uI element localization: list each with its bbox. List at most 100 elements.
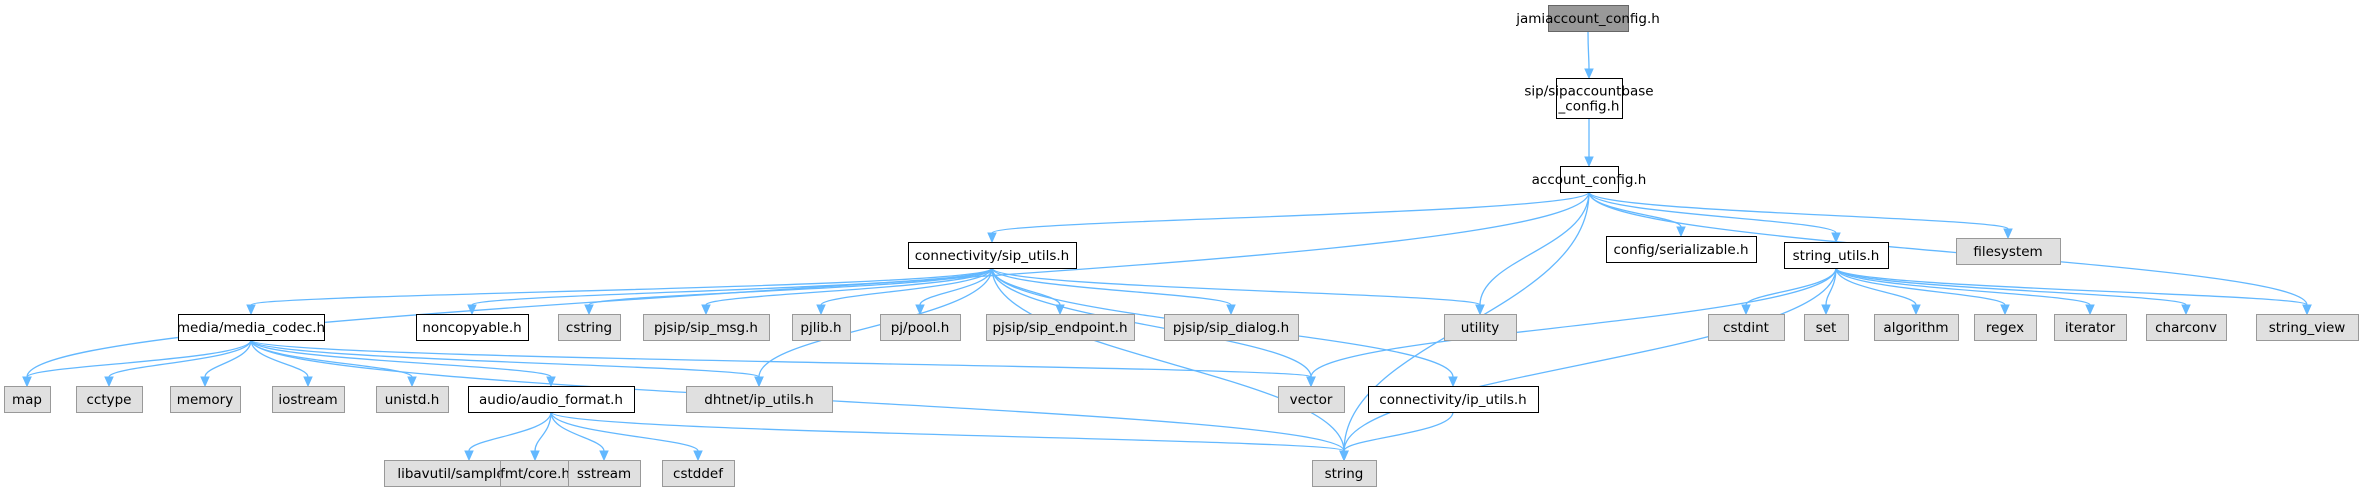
edge-account_config-to-string_utils bbox=[1588, 191, 1837, 234]
node-label: cstdint bbox=[1723, 320, 1769, 336]
node-utility: utility bbox=[1444, 314, 1517, 341]
edge-audio_format-to-samplefmt bbox=[468, 411, 552, 452]
edge-conn_ip_utils-to-string bbox=[1343, 411, 1454, 452]
node-box bbox=[1556, 78, 1623, 119]
edge-string_utils-to-string_view bbox=[1835, 267, 2308, 306]
node-filesystem: filesystem bbox=[1956, 238, 2061, 265]
node-label: string_utils.h bbox=[1793, 248, 1880, 264]
node-label: cstring bbox=[566, 320, 612, 336]
node-box bbox=[1368, 386, 1539, 413]
edge-account_config-to-serializable bbox=[1588, 191, 1682, 228]
edge-arrowhead-jamiaccount_config-to-sipaccountbase_config bbox=[1584, 68, 1594, 80]
edge-arrowhead-sip_utils-to-conn_ip_utils bbox=[1448, 376, 1458, 388]
node-box bbox=[662, 460, 735, 487]
edge-arrowhead-media_codec-to-cctype bbox=[104, 376, 114, 388]
node-label: string bbox=[1325, 466, 1364, 482]
edge-sip_utils-to-sip_dialog bbox=[991, 267, 1232, 306]
node-sip_utils[interactable]: connectivity/sip_utils.h bbox=[908, 242, 1077, 269]
edge-string_utils-to-charconv bbox=[1835, 267, 2187, 306]
node-account_config[interactable]: account_config.h bbox=[1532, 166, 1647, 193]
edge-media_codec-to-dhtnet_ip_utils bbox=[250, 339, 760, 378]
node-audio_format[interactable]: audio/audio_format.h bbox=[468, 386, 635, 413]
edge-arrowhead-media_codec-to-iostream bbox=[303, 376, 313, 388]
node-box bbox=[272, 386, 345, 413]
node-box bbox=[1164, 314, 1299, 341]
node-label: audio/audio_format.h bbox=[479, 392, 623, 408]
node-label: set bbox=[1816, 320, 1837, 336]
node-noncopyable[interactable]: noncopyable.h bbox=[416, 314, 529, 341]
node-label: config/serializable.h bbox=[1613, 242, 1748, 258]
edge-audio_format-to-string bbox=[550, 411, 1345, 452]
edge-jamiaccount_config-to-sipaccountbase_config bbox=[1587, 30, 1590, 70]
node-cctype: cctype bbox=[76, 386, 143, 413]
node-label: string_view bbox=[2269, 320, 2346, 336]
edge-sip_utils-to-vector bbox=[991, 267, 1312, 378]
node-label: pjlib.h bbox=[800, 320, 841, 336]
node-box bbox=[170, 386, 241, 413]
node-box bbox=[792, 314, 851, 341]
edge-media_codec-to-audio_format bbox=[250, 339, 552, 378]
node-pjlib: pjlib.h bbox=[792, 314, 851, 341]
node-box bbox=[686, 386, 833, 413]
edge-arrowhead-account_config-to-sip_utils bbox=[987, 232, 997, 244]
edge-arrowhead-string_utils-to-iterator bbox=[2085, 304, 2095, 316]
node-label: account_config.h bbox=[1532, 172, 1647, 188]
node-box bbox=[1560, 166, 1619, 193]
edge-arrowhead-audio_format-to-samplefmt bbox=[464, 450, 474, 462]
node-box bbox=[568, 460, 641, 487]
edge-sip_utils-to-media_codec bbox=[250, 267, 993, 306]
edge-arrowhead-audio_format-to-fmt_core bbox=[530, 450, 540, 462]
edge-account_config-to-sip_utils bbox=[991, 191, 1590, 234]
edge-string_utils-to-regex bbox=[1835, 267, 2006, 306]
edge-arrowhead-string_utils-to-string_view bbox=[2302, 304, 2312, 316]
node-label: memory bbox=[177, 392, 233, 408]
node-map: map bbox=[4, 386, 51, 413]
node-box bbox=[1606, 236, 1757, 263]
node-box bbox=[2146, 314, 2227, 341]
node-label: filesystem bbox=[1973, 244, 2042, 260]
edge-audio_format-to-fmt_core bbox=[534, 411, 552, 452]
edge-media_codec-to-memory bbox=[204, 339, 252, 378]
edge-sip_utils-to-string bbox=[991, 267, 1345, 452]
node-box bbox=[908, 242, 1077, 269]
node-box bbox=[558, 314, 621, 341]
edge-arrowhead-string_utils-to-set bbox=[1821, 304, 1831, 316]
node-iostream: iostream bbox=[272, 386, 345, 413]
node-box bbox=[1444, 314, 1517, 341]
edge-arrowhead-string_utils-to-charconv bbox=[2181, 304, 2191, 316]
edge-account_config-to-filesystem bbox=[1588, 191, 2009, 230]
edge-sip_utils-to-noncopyable bbox=[471, 267, 993, 306]
node-serializable[interactable]: config/serializable.h bbox=[1606, 236, 1757, 263]
edge-sip_utils-to-pool bbox=[919, 267, 993, 306]
edge-arrowhead-string_utils-to-regex bbox=[2000, 304, 2010, 316]
edge-arrowhead-string_utils-to-algorithm bbox=[1911, 304, 1921, 316]
edge-arrowhead-sip_utils-to-media_codec bbox=[246, 304, 256, 316]
node-box bbox=[1804, 314, 1849, 341]
node-conn_ip_utils[interactable]: connectivity/ip_utils.h bbox=[1368, 386, 1539, 413]
edge-arrowhead-sip_utils-to-noncopyable bbox=[467, 304, 477, 316]
node-algorithm: algorithm bbox=[1874, 314, 1959, 341]
edge-arrowhead-media_codec-to-vector bbox=[1306, 376, 1316, 388]
node-fmt_core: fmt/core.h bbox=[500, 460, 571, 487]
edge-audio_format-to-sstream bbox=[550, 411, 605, 452]
node-pool: pj/pool.h bbox=[880, 314, 961, 341]
node-sip_endpoint: pjsip/sip_endpoint.h bbox=[986, 314, 1135, 341]
node-string_view: string_view bbox=[2256, 314, 2359, 341]
node-string: string bbox=[1312, 460, 1377, 487]
node-string_utils[interactable]: string_utils.h bbox=[1784, 242, 1889, 269]
node-box bbox=[986, 314, 1135, 341]
node-media_codec[interactable]: media/media_codec.h bbox=[177, 314, 325, 341]
node-label: jamiaccount_config.h bbox=[1515, 11, 1660, 27]
edge-sip_utils-to-pjlib bbox=[820, 267, 993, 306]
node-memory: memory bbox=[170, 386, 241, 413]
edge-arrowhead-media_codec-to-memory bbox=[200, 376, 210, 388]
edge-string_utils-to-iterator bbox=[1835, 267, 2091, 306]
node-sipaccountbase_config[interactable]: sip/sipaccountbase_config.h bbox=[1524, 78, 1654, 119]
node-box bbox=[500, 460, 571, 487]
node-box bbox=[4, 386, 51, 413]
node-cstddef: cstddef bbox=[662, 460, 735, 487]
node-label: pjsip/sip_msg.h bbox=[654, 320, 758, 336]
node-label: _config.h bbox=[1558, 99, 1620, 115]
node-label: connectivity/sip_utils.h bbox=[915, 248, 1069, 264]
node-label: pj/pool.h bbox=[891, 320, 950, 336]
